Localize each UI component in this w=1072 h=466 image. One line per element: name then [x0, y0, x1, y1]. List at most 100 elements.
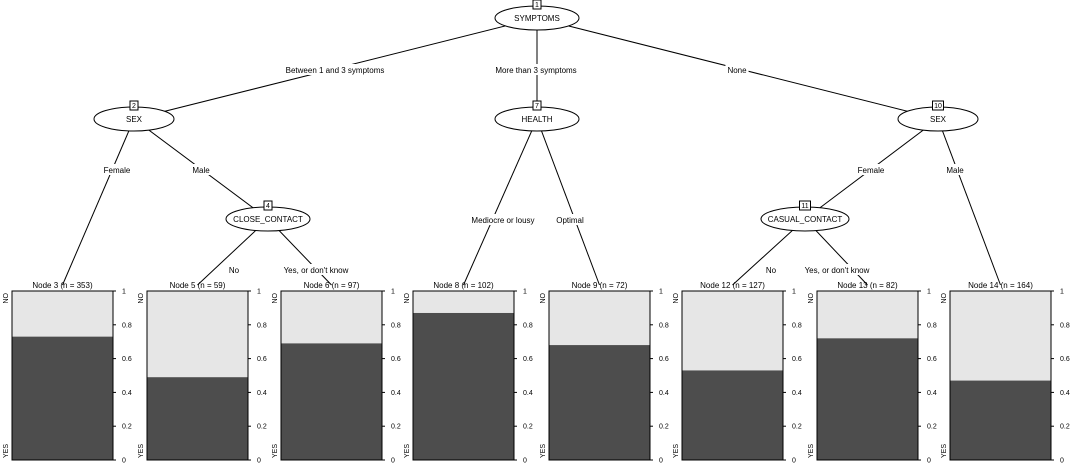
edge-label-2-4: Male — [190, 164, 212, 175]
class-label-yes: YES — [272, 444, 279, 458]
axis-tick-label: 0.4 — [927, 390, 937, 397]
axis-tick-label: 0.2 — [122, 424, 132, 431]
bar-yes-segment — [549, 345, 650, 460]
edge-label-text: Yes, or don't know — [805, 266, 870, 275]
bar-frame — [146, 290, 249, 461]
axis-tick-label: 0 — [927, 458, 931, 465]
edge-label-4-5: No — [226, 264, 242, 275]
axis-tick-label: 0.6 — [257, 356, 267, 363]
inner-nodes-layer: SYMPTOMS1SEX2CLOSE_CONTACT4HEALTH7SEX10C… — [93, 0, 979, 232]
bar-yes-segment — [12, 336, 113, 460]
bar-no-segment — [549, 291, 650, 346]
edge-label-4-6: Yes, or don't know — [281, 264, 351, 275]
axis-tick-label: 0.8 — [523, 322, 533, 329]
edge-label-text: Male — [946, 166, 964, 175]
node-id-label: 1 — [535, 2, 539, 9]
axis-tick-label: 0.8 — [257, 322, 267, 329]
edge-label-bg — [190, 164, 212, 175]
edge-label-1-2: Between 1 and 3 symptoms — [283, 64, 387, 75]
edge-label-bg — [283, 64, 387, 75]
bar-yes-segment — [147, 377, 248, 460]
class-label-no: NO — [404, 292, 411, 303]
class-label-no: NO — [540, 292, 547, 303]
class-label-yes: YES — [941, 444, 948, 458]
terminal-node-title: Node 3 (n = 353) — [32, 281, 93, 290]
axis-tick-label: 1 — [927, 289, 931, 296]
axis-tick-label: 0 — [792, 458, 796, 465]
axis-tick-label: 0.6 — [122, 356, 132, 363]
axis-tick-label: 0 — [1060, 458, 1064, 465]
axis-tick-label: 0.4 — [391, 390, 401, 397]
edge-label-bg — [855, 164, 887, 175]
bar-yes-segment — [682, 370, 783, 460]
axis-tick-label: 0.4 — [1060, 390, 1070, 397]
terminal-node-title: Node 9 (n = 72) — [572, 281, 628, 290]
axis-tick-label: 0.4 — [659, 390, 669, 397]
edge-label-10-14: Male — [944, 164, 966, 175]
bar-yes-segment — [817, 338, 918, 460]
class-label-no: NO — [673, 292, 680, 303]
axis-tick-label: 0.8 — [1060, 322, 1070, 329]
axis-tick-label: 0.6 — [927, 356, 937, 363]
bar-yes-segment — [281, 343, 382, 460]
axis-tick-label: 0.2 — [523, 424, 533, 431]
edge-label-text: No — [766, 266, 777, 275]
class-label-yes: YES — [540, 444, 547, 458]
terminal-node-title: Node 14 (n = 164) — [968, 281, 1033, 290]
node-id-label: 10 — [934, 103, 942, 110]
edge-label-7-8: Mediocre or lousy — [469, 214, 537, 225]
terminal-node-title: Node 12 (n = 127) — [700, 281, 765, 290]
terminal-node-title: Node 13 (n = 82) — [837, 281, 898, 290]
edge-7-9 — [536, 118, 600, 286]
edge-label-bg — [281, 264, 351, 275]
axis-tick-label: 0.2 — [257, 424, 267, 431]
class-label-no: NO — [138, 292, 145, 303]
node-id-label: 7 — [535, 103, 539, 110]
edge-label-text: Female — [858, 166, 885, 175]
axis-tick-label: 0 — [257, 458, 261, 465]
node-variable-label: HEALTH — [522, 115, 553, 124]
axis-tick-label: 0.4 — [523, 390, 533, 397]
axis-tick-label: 0.6 — [523, 356, 533, 363]
node-id-box — [799, 200, 811, 211]
bar-no-segment — [281, 291, 382, 344]
node-id-label: 4 — [266, 203, 270, 210]
inner-node-2: SEX 2 — [93, 100, 175, 132]
axis-tick-label: 0 — [659, 458, 663, 465]
edge-label-1-7: More than 3 symptoms — [493, 64, 579, 75]
edges-layer — [62, 17, 1001, 286]
bar-no-segment — [950, 291, 1051, 381]
axis-tick-label: 1 — [122, 289, 126, 296]
node-id-label: 2 — [132, 103, 136, 110]
edge-label-10-11: Female — [855, 164, 887, 175]
bar-yes-segment — [413, 312, 514, 460]
bar-no-segment — [413, 291, 514, 313]
class-label-no: NO — [3, 292, 10, 303]
edge-label-bg — [226, 264, 242, 275]
node-variable-label: SEX — [126, 115, 143, 124]
axis-tick-label: 0.6 — [391, 356, 401, 363]
class-label-no: NO — [941, 292, 948, 303]
axis-tick-label: 0.8 — [659, 322, 669, 329]
edge-label-bg — [944, 164, 966, 175]
bar-frame — [681, 290, 784, 461]
edge-7-8 — [463, 118, 538, 286]
axis-tick-label: 0.6 — [659, 356, 669, 363]
edge-label-text: Mediocre or lousy — [471, 216, 534, 225]
node-id-box — [263, 200, 273, 211]
edge-label-text: Male — [192, 166, 210, 175]
bar-no-segment — [682, 291, 783, 371]
bar-no-segment — [147, 291, 248, 378]
edge-2-3 — [62, 118, 135, 286]
axis-tick-label: 0.6 — [1060, 356, 1070, 363]
edge-label-text: More than 3 symptoms — [495, 66, 576, 75]
terminal-node-title: Node 5 (n = 59) — [170, 281, 226, 290]
axis-tick-label: 1 — [257, 289, 261, 296]
inner-node-7: HEALTH 7 — [494, 100, 580, 132]
